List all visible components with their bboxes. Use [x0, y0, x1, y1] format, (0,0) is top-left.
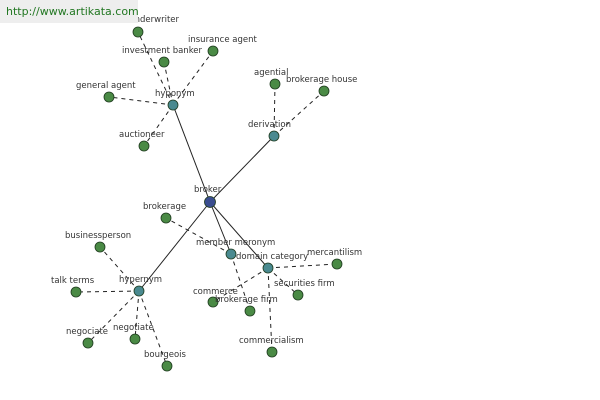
edge-domain-category-commerce [212, 267, 269, 303]
node-bourgeois[interactable] [161, 360, 173, 372]
node-commercialism[interactable] [266, 346, 278, 358]
edge-hypernym-negotiate [134, 290, 140, 340]
node-mercantilism[interactable] [331, 258, 343, 270]
node-label-talk-terms[interactable]: talk terms [51, 276, 95, 286]
node-label-brokerage-firm[interactable]: brokerage firm [215, 295, 278, 305]
edge-hypernym-bourgeois [138, 290, 168, 367]
edge-broker-hypernym [138, 201, 211, 292]
edge-domain-category-mercantilism [267, 263, 338, 269]
edge-broker-domain-category [209, 201, 269, 269]
node-label-derivation[interactable]: derivation [248, 120, 291, 130]
node-label-auctioneer[interactable]: auctioneer [119, 130, 165, 140]
node-label-broker[interactable]: broker [194, 185, 222, 195]
node-brokerage-house[interactable] [318, 85, 330, 97]
node-agential[interactable] [269, 78, 281, 90]
node-auctioneer[interactable] [138, 140, 150, 152]
node-label-securities-firm[interactable]: securities firm [274, 279, 335, 289]
node-label-mercantilism[interactable]: mercantilism [307, 248, 362, 258]
edge-member-meronym-brokerage-firm [230, 253, 251, 312]
edge-domain-category-commercialism [267, 267, 273, 353]
node-talk-terms[interactable] [70, 286, 82, 298]
edge-broker-member-meronym [209, 201, 232, 255]
node-domain-category[interactable] [262, 262, 274, 274]
edge-hyponym-insurance-underwriter [137, 31, 174, 106]
node-negotiate[interactable] [129, 333, 141, 345]
edge-hyponym-general-agent [108, 96, 174, 106]
node-label-insurance-agent[interactable]: insurance agent [188, 35, 257, 45]
node-member-meronym[interactable] [225, 248, 237, 260]
node-label-negociate[interactable]: negociate [66, 327, 108, 337]
node-label-hyponym[interactable]: hyponym [155, 89, 195, 99]
node-label-businessperson[interactable]: businessperson [65, 231, 131, 241]
node-insurance-agent[interactable] [207, 45, 219, 57]
edge-derivation-agential [273, 83, 276, 137]
node-general-agent[interactable] [103, 91, 115, 103]
graph-nodes [70, 26, 343, 372]
node-label-brokerage[interactable]: brokerage [143, 202, 186, 212]
node-label-hypernym[interactable]: hypernym [119, 275, 162, 285]
node-broker[interactable] [204, 196, 216, 208]
node-label-commerce[interactable]: commerce [193, 287, 238, 297]
node-label-investment-banker[interactable]: investment banker [122, 46, 203, 56]
edge-derivation-brokerage-house [273, 90, 325, 137]
edge-broker-derivation [209, 135, 275, 203]
node-label-bourgeois[interactable]: bourgeois [144, 350, 187, 360]
node-commerce[interactable] [207, 296, 219, 308]
node-investment-banker[interactable] [158, 56, 170, 68]
node-label-general-agent[interactable]: general agent [76, 81, 136, 91]
node-businessperson[interactable] [94, 241, 106, 253]
node-hypernym[interactable] [133, 285, 145, 297]
edge-domain-category-securities-firm [267, 267, 299, 296]
node-label-domain-category[interactable]: domain category [236, 252, 308, 262]
source-url-label[interactable]: http://www.artikata.com [0, 0, 139, 23]
edge-broker-hyponym [172, 104, 211, 203]
node-label-agential[interactable]: agential [254, 68, 289, 78]
edge-hypernym-businessperson [99, 246, 140, 292]
edge-member-meronym-brokerage [165, 217, 232, 255]
node-negociate[interactable] [82, 337, 94, 349]
node-label-commercialism[interactable]: commercialism [239, 336, 304, 346]
edge-hyponym-insurance-agent [172, 50, 214, 106]
node-label-brokerage-house[interactable]: brokerage house [286, 75, 357, 85]
node-insurance-underwriter[interactable] [132, 26, 144, 38]
node-derivation[interactable] [268, 130, 280, 142]
node-label-member-meronym[interactable]: member meronym [196, 238, 275, 248]
node-brokerage[interactable] [160, 212, 172, 224]
edge-hyponym-auctioneer [143, 104, 174, 147]
node-brokerage-firm[interactable] [244, 305, 256, 317]
node-securities-firm[interactable] [292, 289, 304, 301]
node-hyponym[interactable] [167, 99, 179, 111]
graph-edges [75, 31, 338, 367]
node-label-negotiate[interactable]: negotiate [113, 323, 154, 333]
edge-hypernym-talk-terms [75, 290, 140, 293]
